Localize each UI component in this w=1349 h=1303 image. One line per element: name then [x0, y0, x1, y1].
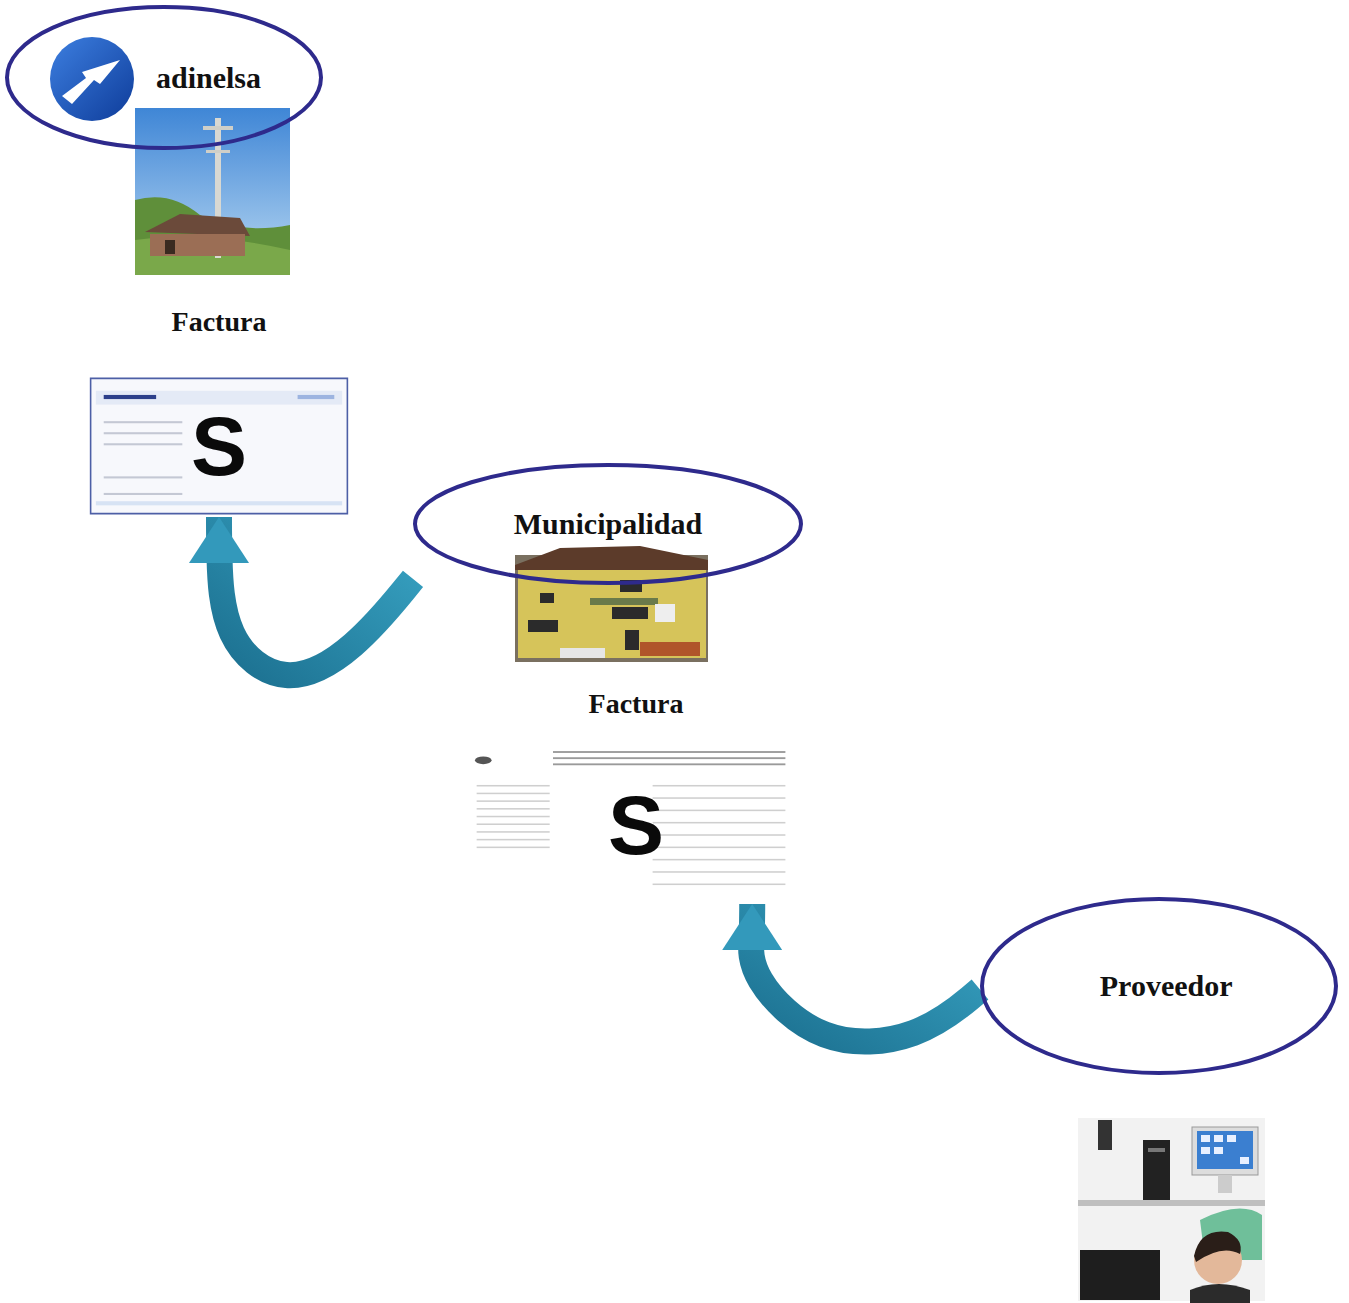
invoice-document: FacturaS: [470, 688, 802, 902]
rural-pole-photo: [135, 108, 290, 275]
document-sheet: S: [470, 748, 802, 902]
node-title: Municipalidad: [514, 507, 702, 541]
company-logo: [50, 37, 134, 121]
document-heading: Factura: [88, 306, 350, 338]
invoice-document: FacturaS: [88, 306, 350, 515]
document-heading: Factura: [470, 688, 802, 720]
node-title: adinelsa: [156, 61, 261, 95]
municipal-building-photo: [515, 546, 708, 662]
organization-ellipse: Proveedor: [980, 897, 1338, 1075]
node-title: Proveedor: [1100, 969, 1233, 1003]
document-symbol: S: [470, 783, 802, 867]
supplier-office-photo: [1078, 1118, 1265, 1303]
document-sheet: S: [88, 377, 350, 515]
document-symbol: S: [88, 404, 350, 488]
ellipse-outline: [7, 7, 321, 148]
ellipse-outline: [415, 465, 801, 583]
curved-arrow: [751, 904, 980, 1042]
organization-ellipse: Municipalidad: [413, 463, 803, 585]
curved-arrow: [219, 517, 413, 675]
ellipse-outline: [982, 899, 1336, 1073]
organization-ellipse: adinelsa: [5, 5, 323, 150]
